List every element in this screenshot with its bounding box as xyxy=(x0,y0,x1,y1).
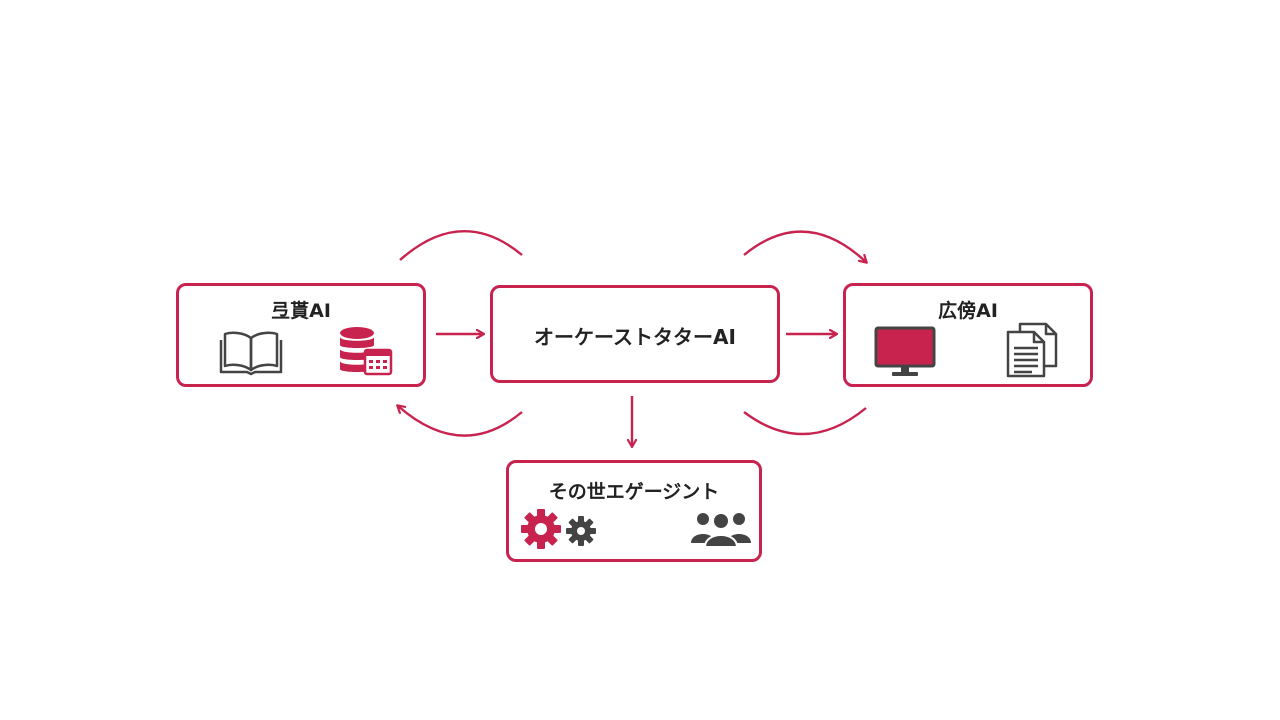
gears-icon xyxy=(521,507,605,551)
people-group-icon xyxy=(689,509,753,549)
orchestrator-ai-node: オーケーストタターAI xyxy=(490,285,780,383)
research-ai-title: 弖貰AI xyxy=(271,300,331,322)
arc-bottom-left xyxy=(398,406,523,437)
other-agents-node: その世エゲージント xyxy=(506,460,762,562)
other-agents-title: その世エゲージント xyxy=(548,481,720,503)
monitor-icon xyxy=(874,326,936,378)
arc-top-left xyxy=(399,230,523,261)
orchestrator-ai-title: オーケーストタターAI xyxy=(534,325,736,349)
ads-ai-title: 広傍AI xyxy=(938,300,998,322)
database-calendar-icon xyxy=(337,324,395,380)
research-ai-node: 弖貰AI xyxy=(176,283,426,387)
arc-bottom-right xyxy=(743,407,867,436)
documents-icon xyxy=(1004,322,1060,378)
open-book-icon xyxy=(219,326,283,376)
arc-top-right xyxy=(743,230,866,262)
ads-ai-node: 広傍AI xyxy=(843,283,1093,387)
